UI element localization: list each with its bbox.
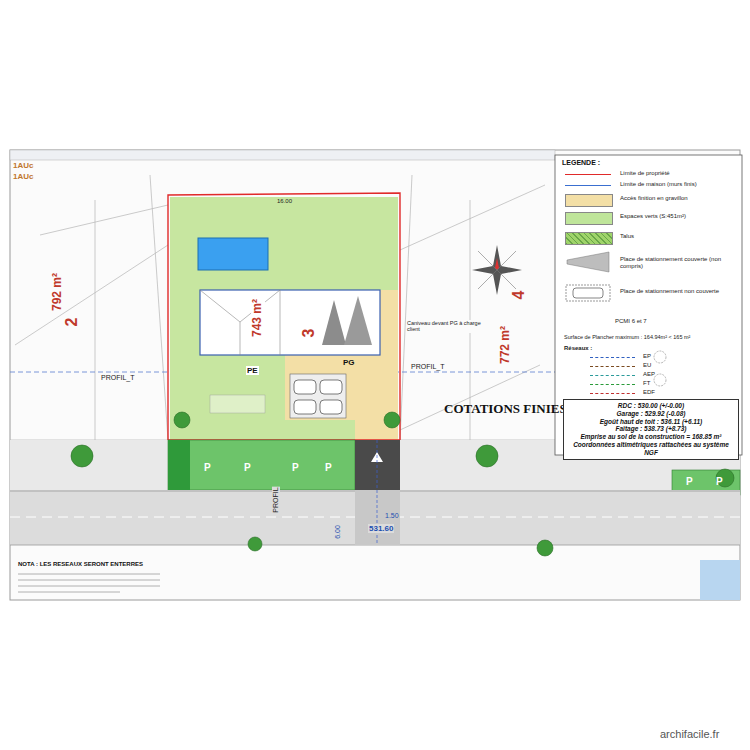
spot-level: 531.60: [368, 524, 394, 533]
parking-mark: P: [292, 462, 299, 474]
car: [294, 380, 316, 394]
parking-mark: P: [686, 476, 693, 488]
parking-mark: P: [325, 462, 332, 474]
legend-note: PCMI 6 et 7: [615, 318, 647, 325]
dimension: 1.50: [384, 512, 400, 520]
legend-text: EU: [643, 362, 651, 369]
dimension: 6.00: [334, 524, 342, 540]
legend-swatch: [565, 212, 613, 225]
green-plot: [210, 395, 265, 413]
sidewalk: [10, 440, 740, 490]
car: [320, 400, 342, 414]
lot-area: 792 m²: [51, 273, 65, 311]
compass-rose: [472, 245, 522, 295]
elevation-line: Garage : 529.92 (-0.08): [567, 410, 735, 418]
legend-text: EDF: [643, 389, 655, 396]
covered-parking-symbol: [565, 250, 611, 274]
car-shape: [573, 288, 603, 298]
legend-text: AEP: [643, 371, 655, 378]
access-crossing: [355, 490, 400, 545]
note: NOTA : LES RESEAUX SERONT ENTERRES: [18, 561, 143, 568]
legend-note: Réseaux :: [564, 345, 592, 352]
elevation-line: Faîtage : 538.73 (+8.73): [567, 425, 735, 433]
plan-header-strip: [10, 150, 555, 160]
dimension: 16.00: [276, 198, 293, 205]
plantation-symbol: [654, 351, 666, 363]
road: [10, 490, 740, 545]
elevation-line: Emprise au sol de la construction = 168.…: [567, 433, 735, 441]
legend-line: [590, 375, 635, 376]
elevation-box: RDC : 530.00 (+/-0.00)Garage : 529.92 (-…: [563, 399, 739, 460]
car: [320, 380, 342, 394]
legend-open-parking: [565, 284, 611, 302]
legend-text: Limite de maison (murs finis): [620, 181, 697, 188]
roof-lines: [200, 290, 280, 355]
roof-pitch: [344, 296, 372, 345]
legend-line: [590, 384, 635, 385]
legend-note: Surface de Plancher maximum : 164.94m² <…: [564, 334, 690, 340]
lawn: [170, 197, 398, 440]
profile-mark: PROFIL: [272, 486, 280, 513]
open-parking-symbol: [565, 284, 611, 302]
drawing-title: COTATIONS FINIES: [444, 402, 567, 417]
blue-zone: [700, 560, 740, 600]
parking-mark: P: [244, 462, 251, 474]
legend-text: FT: [643, 380, 650, 387]
profile-mark: PROFIL_T: [410, 363, 445, 371]
lot-number: 2: [63, 318, 81, 327]
legend-swatch: [565, 194, 613, 207]
parking-mark: P: [204, 462, 211, 474]
lot-area: 743 m²: [251, 298, 265, 338]
pool: [198, 238, 268, 270]
legend-line: [565, 174, 611, 175]
callout-note: Caniveau devant PG à charge client: [406, 320, 488, 333]
zone-code: 1AUc: [13, 161, 33, 170]
legend-covered-parking: [565, 250, 611, 274]
property-limit: [168, 193, 400, 440]
car: [294, 400, 316, 414]
covered-parking-shape: [567, 252, 609, 272]
lot-area: 772 m²: [499, 326, 513, 364]
elevation-line: RDC : 530.00 (+/-0.00): [567, 402, 735, 410]
legend-text: Talus: [620, 233, 634, 240]
elevation-line: Coordonnées altimétriques rattachées au …: [567, 441, 735, 457]
legend-text: EP: [643, 353, 651, 360]
legend-title: LEGENDE :: [562, 159, 600, 167]
profile-mark: PROFIL_T: [100, 374, 135, 382]
lot-number: 4: [510, 291, 528, 300]
watermark: archifacile.fr: [660, 728, 719, 741]
legend-text: Limite de propriété: [620, 170, 670, 177]
legend-text: Place de stationnement couverte (non com…: [620, 256, 732, 270]
elevation-line: Egoût haut de toit : 536.11 (+6.11): [567, 418, 735, 426]
legend-line: [590, 393, 635, 394]
parking-mark: P: [716, 476, 723, 488]
legend-line: [590, 366, 635, 367]
note-lines: [18, 574, 160, 592]
legend-text: Place de stationnement non couverte: [620, 288, 732, 295]
parking-frame: [566, 285, 610, 301]
garage-slab: [290, 374, 346, 418]
plan-ground: [10, 150, 740, 600]
lot-boundaries: [10, 175, 555, 440]
lot-number: 3: [300, 329, 318, 338]
roof-pitch: [322, 300, 346, 345]
manhole-mark: PG: [342, 358, 356, 367]
plantation-symbol: [654, 374, 666, 386]
legend-text: Espaces verts (S:451m²): [620, 213, 686, 220]
legend-line: [565, 185, 611, 186]
green-square: [168, 440, 190, 490]
legend-swatch: [565, 232, 613, 245]
trees: [71, 412, 734, 556]
manhole-mark: PE: [246, 366, 259, 375]
legend-text: Accès finition en gravillon: [620, 195, 688, 202]
house-outline: [200, 290, 380, 355]
access-box: [355, 440, 400, 490]
legend-line: [590, 357, 635, 358]
zone-code: 1AUc: [13, 172, 33, 181]
parking-strip: [168, 440, 355, 490]
